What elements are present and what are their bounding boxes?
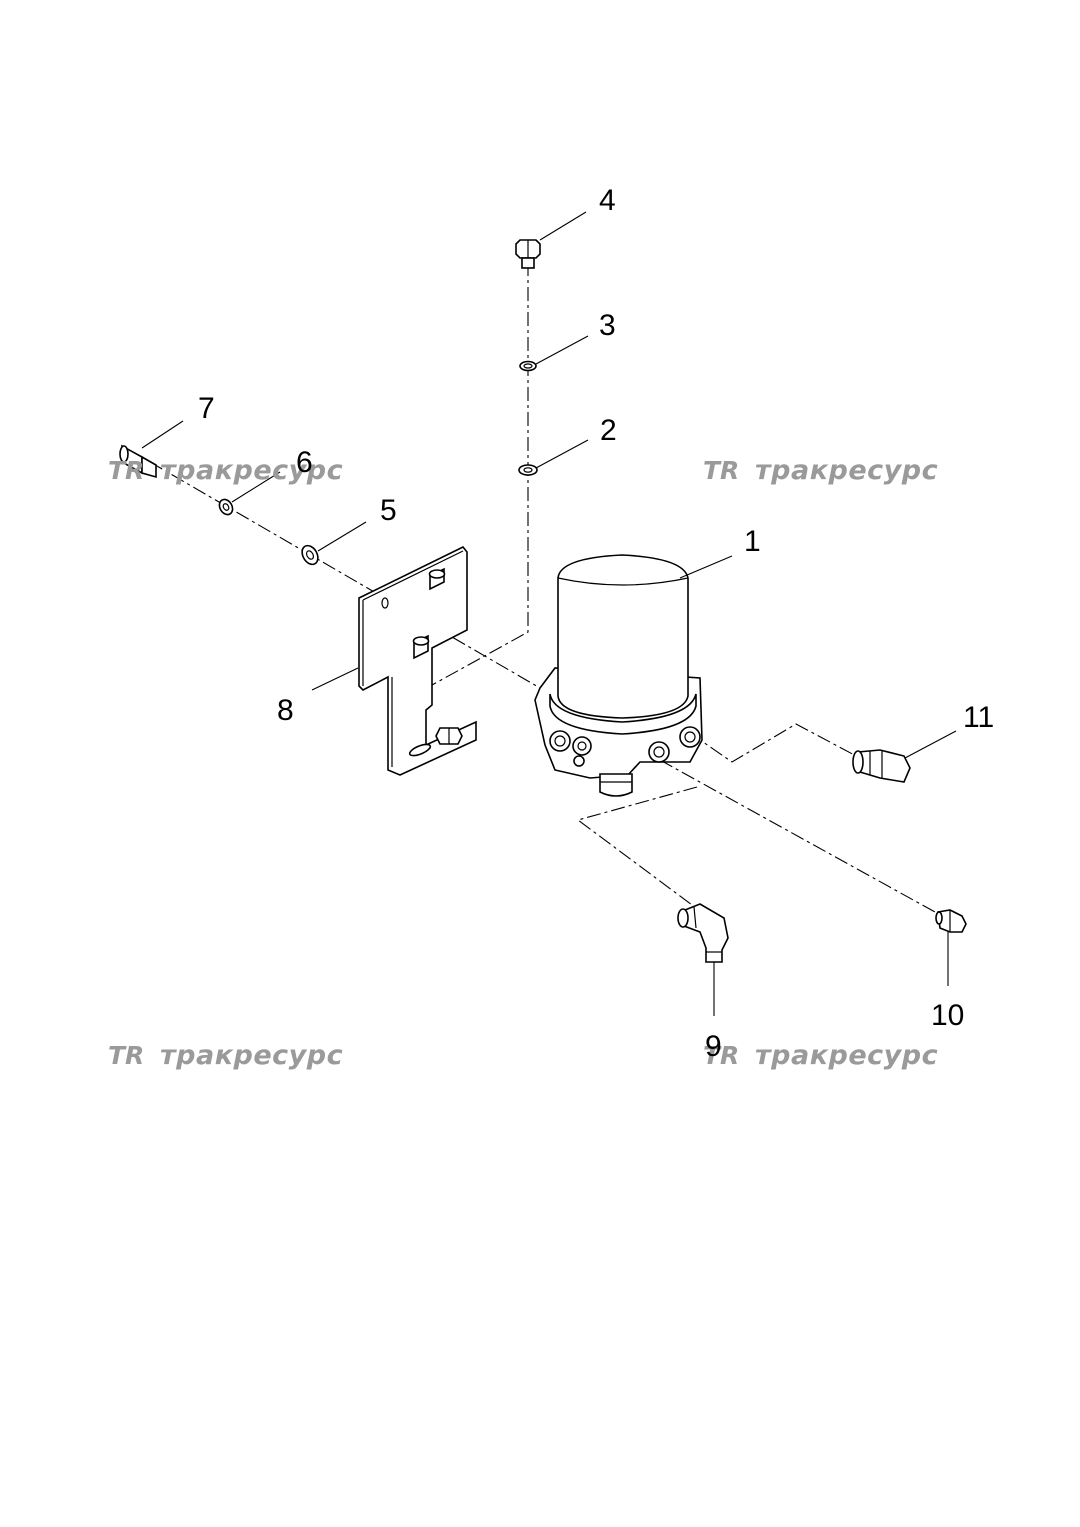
part-7-bolt: [119, 444, 157, 479]
watermark-logo: TR: [703, 456, 739, 485]
callout-11: 11: [963, 701, 994, 734]
bracket-stud-lower: [412, 634, 430, 660]
watermark-text: тракресурс: [160, 455, 343, 486]
callout-9: 9: [705, 1030, 722, 1063]
callout-5: 5: [380, 494, 397, 527]
dryer-port-right: [648, 726, 701, 763]
watermark-top-left: TR тракресурс: [108, 455, 343, 486]
watermark-logo: TR: [108, 456, 144, 485]
watermark-text: тракресурс: [755, 455, 938, 486]
assembly-axes: [149, 262, 945, 918]
watermark-logo: TR: [703, 1041, 739, 1070]
bracket-stud-upper: [428, 567, 446, 591]
dryer-port-left: [549, 730, 592, 767]
callout-8: 8: [277, 694, 294, 727]
callout-7: 7: [198, 392, 215, 425]
callout-3: 3: [599, 309, 616, 342]
part-8-bracket: [358, 545, 477, 776]
watermark-text: тракресурс: [160, 1040, 343, 1071]
callout-1: 1: [744, 525, 761, 558]
watermark-text: тракресурс: [755, 1040, 938, 1071]
callout-10: 10: [931, 999, 964, 1032]
part-11-elbow: [852, 749, 911, 783]
part-2-washer: [518, 464, 538, 476]
callout-6: 6: [296, 446, 313, 479]
part-5-washer: [301, 544, 319, 566]
part-6-washer: [218, 498, 234, 516]
watermark-bottom-right: TR тракресурс: [703, 1040, 938, 1071]
callout-4: 4: [599, 184, 616, 217]
leader-lines: [141, 211, 957, 1016]
part-1-air-dryer: [534, 554, 703, 797]
bracket-bottom-bolt: [435, 727, 463, 745]
part-3-washer: [519, 360, 537, 372]
callout-2: 2: [600, 414, 617, 447]
callout-labels: 1 2 3 4 5 6 7 8 9 10 11: [198, 184, 994, 1063]
part-9-elbow: [677, 903, 729, 963]
watermark-top-right: TR тракресурс: [703, 455, 938, 486]
watermark-logo: TR: [108, 1041, 144, 1070]
watermark-bottom-left: TR тракресурс: [108, 1040, 343, 1071]
part-4-bolt: [515, 239, 541, 269]
part-10-fitting: [935, 909, 967, 933]
